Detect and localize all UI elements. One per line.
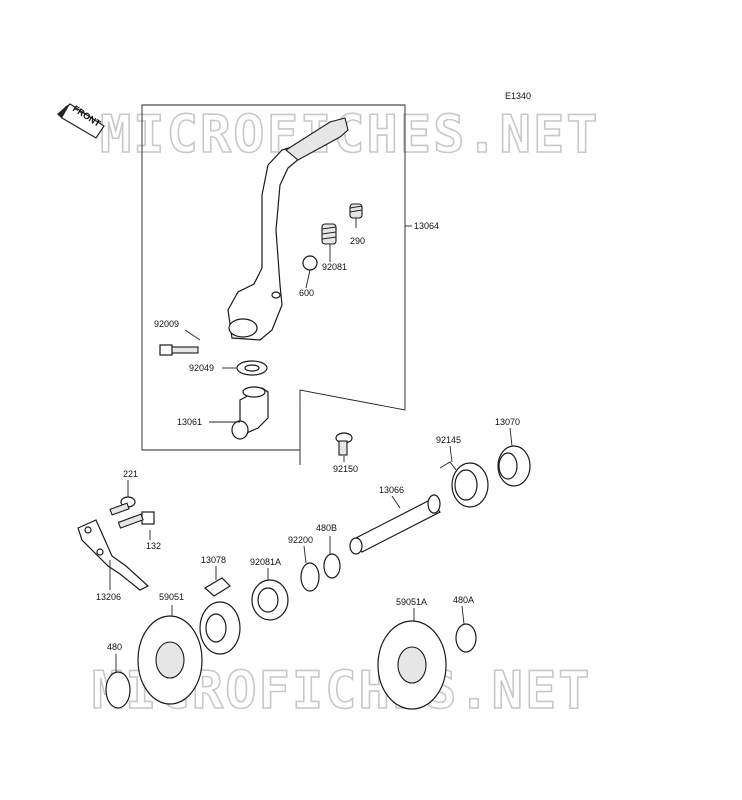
label-290: 290 <box>350 236 365 246</box>
spring-92081-icon <box>321 223 337 245</box>
label-92049: 92049 <box>189 363 214 373</box>
watermark-top: MICROFICHES.NET <box>100 105 600 165</box>
shaft-13066-icon <box>349 494 441 555</box>
label-480A: 480A <box>453 595 474 605</box>
front-arrow-icon: FRONT <box>57 103 105 139</box>
bolt-92009-icon <box>159 344 199 356</box>
label-13070: 13070 <box>495 417 520 427</box>
assembly-frame <box>141 104 406 465</box>
gear-59051A-icon <box>377 620 447 710</box>
spring-290-icon <box>349 203 363 219</box>
spring-92145-icon <box>439 461 489 508</box>
label-13061: 13061 <box>177 417 202 427</box>
bolt-132-icon <box>117 511 155 529</box>
label-221: 221 <box>123 469 138 479</box>
label-600: 600 <box>299 288 314 298</box>
leader-lines <box>109 218 513 672</box>
label-480: 480 <box>107 642 122 652</box>
label-13078: 13078 <box>201 555 226 565</box>
bolt-221-icon <box>109 496 136 516</box>
guide-13206-icon <box>77 519 150 591</box>
ball-600-icon <box>302 255 318 271</box>
label-13206: 13206 <box>96 592 121 602</box>
diagram-code: E1340 <box>505 91 531 101</box>
label-92145: 92145 <box>436 435 461 445</box>
label-92150: 92150 <box>333 464 358 474</box>
kick-pedal-lever <box>227 117 349 341</box>
label-59051: 59051 <box>159 592 184 602</box>
washer-92200-icon <box>300 562 320 592</box>
circlip-480B-icon <box>323 553 341 579</box>
label-92200: 92200 <box>288 535 313 545</box>
collar-13070-icon <box>497 445 531 487</box>
circlip-480A-icon <box>455 623 477 653</box>
boss-13061-icon <box>231 386 269 440</box>
label-92081A: 92081A <box>250 557 281 567</box>
ratchet-13078-icon <box>199 577 241 655</box>
bolt-92150-icon <box>335 432 353 456</box>
label-480B: 480B <box>316 523 337 533</box>
label-92081: 92081 <box>322 262 347 272</box>
gear-59051-icon <box>137 615 203 705</box>
spring-92081A-icon <box>251 579 289 621</box>
circlip-480-icon <box>105 671 131 709</box>
label-132: 132 <box>146 541 161 551</box>
label-92009: 92009 <box>154 319 179 329</box>
label-13066: 13066 <box>379 485 404 495</box>
label-59051A: 59051A <box>396 597 427 607</box>
label-13064: 13064 <box>414 221 439 231</box>
